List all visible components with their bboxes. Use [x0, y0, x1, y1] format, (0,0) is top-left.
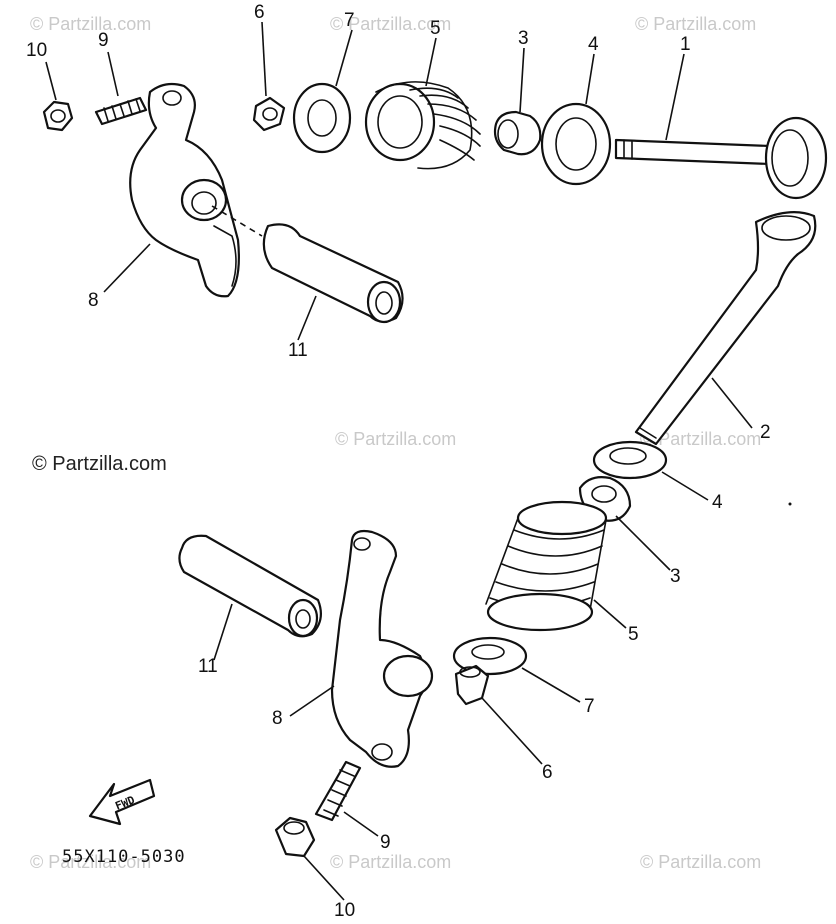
adjusting-screw-lower — [314, 760, 362, 822]
rocker-shaft-lower — [178, 534, 323, 638]
callout-10-upper: 10 — [26, 40, 47, 61]
watermark-mid-center: © Partzilla.com — [335, 429, 456, 449]
callout-9-upper: 9 — [98, 30, 109, 51]
cotter-upper — [252, 96, 286, 132]
diagram-code: 55X110-5030 — [62, 847, 186, 867]
spring-seat-upper — [540, 102, 612, 186]
callout-10-lower: 10 — [334, 900, 355, 921]
spring-retainer-upper — [292, 82, 352, 154]
watermark-bottom-center: © Partzilla.com — [330, 852, 451, 872]
shaft-axis-upper — [211, 205, 263, 237]
callout-1: 1 — [680, 34, 691, 55]
callout-7-lower: 7 — [584, 696, 595, 717]
nut-lower — [274, 816, 316, 858]
rocker-arm-lower — [330, 529, 434, 768]
valve-intake — [614, 116, 828, 200]
oil-seal-upper — [493, 110, 542, 156]
valve-exhaust — [634, 211, 817, 446]
valve-spring-upper — [364, 81, 481, 170]
watermark-main: © Partzilla.com — [32, 453, 167, 475]
callout-3-upper: 3 — [518, 28, 529, 49]
valve-spring-lower — [485, 500, 608, 632]
callout-labels: 10 9 6 7 5 3 4 1 8 11 2 4 3 5 7 6 11 8 9… — [26, 2, 771, 921]
callout-6-lower: 6 — [542, 762, 553, 783]
watermark-layer: © Partzilla.com © Partzilla.com © Partzi… — [30, 14, 761, 872]
callout-2: 2 — [760, 422, 771, 443]
rocker-arm-upper — [129, 82, 240, 298]
callout-4-lower: 4 — [712, 492, 723, 513]
callout-11-upper: 11 — [288, 340, 308, 361]
callout-9-lower: 9 — [380, 832, 391, 853]
callout-3-lower: 3 — [670, 566, 681, 587]
stray-dot — [788, 502, 792, 506]
watermark-top-left: © Partzilla.com — [30, 14, 151, 34]
callout-8-upper: 8 — [88, 290, 99, 311]
cotter-lower — [454, 664, 490, 706]
watermark-bottom-left: © Partzilla.com — [30, 852, 151, 872]
spring-retainer-lower — [452, 636, 528, 676]
callout-7-upper: 7 — [344, 10, 355, 31]
watermark-top-right: © Partzilla.com — [635, 14, 756, 34]
callout-8-lower: 8 — [272, 708, 283, 729]
watermark-bottom-right: © Partzilla.com — [640, 852, 761, 872]
callout-5-lower: 5 — [628, 624, 639, 645]
leader-lines — [45, 21, 753, 901]
callout-6-upper: 6 — [254, 2, 265, 23]
callout-5-upper: 5 — [430, 18, 441, 39]
spring-seat-lower — [592, 440, 668, 480]
watermark-top-center: © Partzilla.com — [330, 14, 451, 34]
adjusting-screw-upper — [94, 96, 148, 126]
rocker-shaft-upper — [262, 223, 404, 324]
callout-4-upper: 4 — [588, 34, 599, 55]
callout-11-lower: 11 — [198, 656, 218, 677]
fwd-arrow-icon: FWD — [88, 778, 156, 826]
watermark-mid-right: © Partzilla.com — [640, 429, 761, 449]
nut-upper — [42, 100, 74, 132]
